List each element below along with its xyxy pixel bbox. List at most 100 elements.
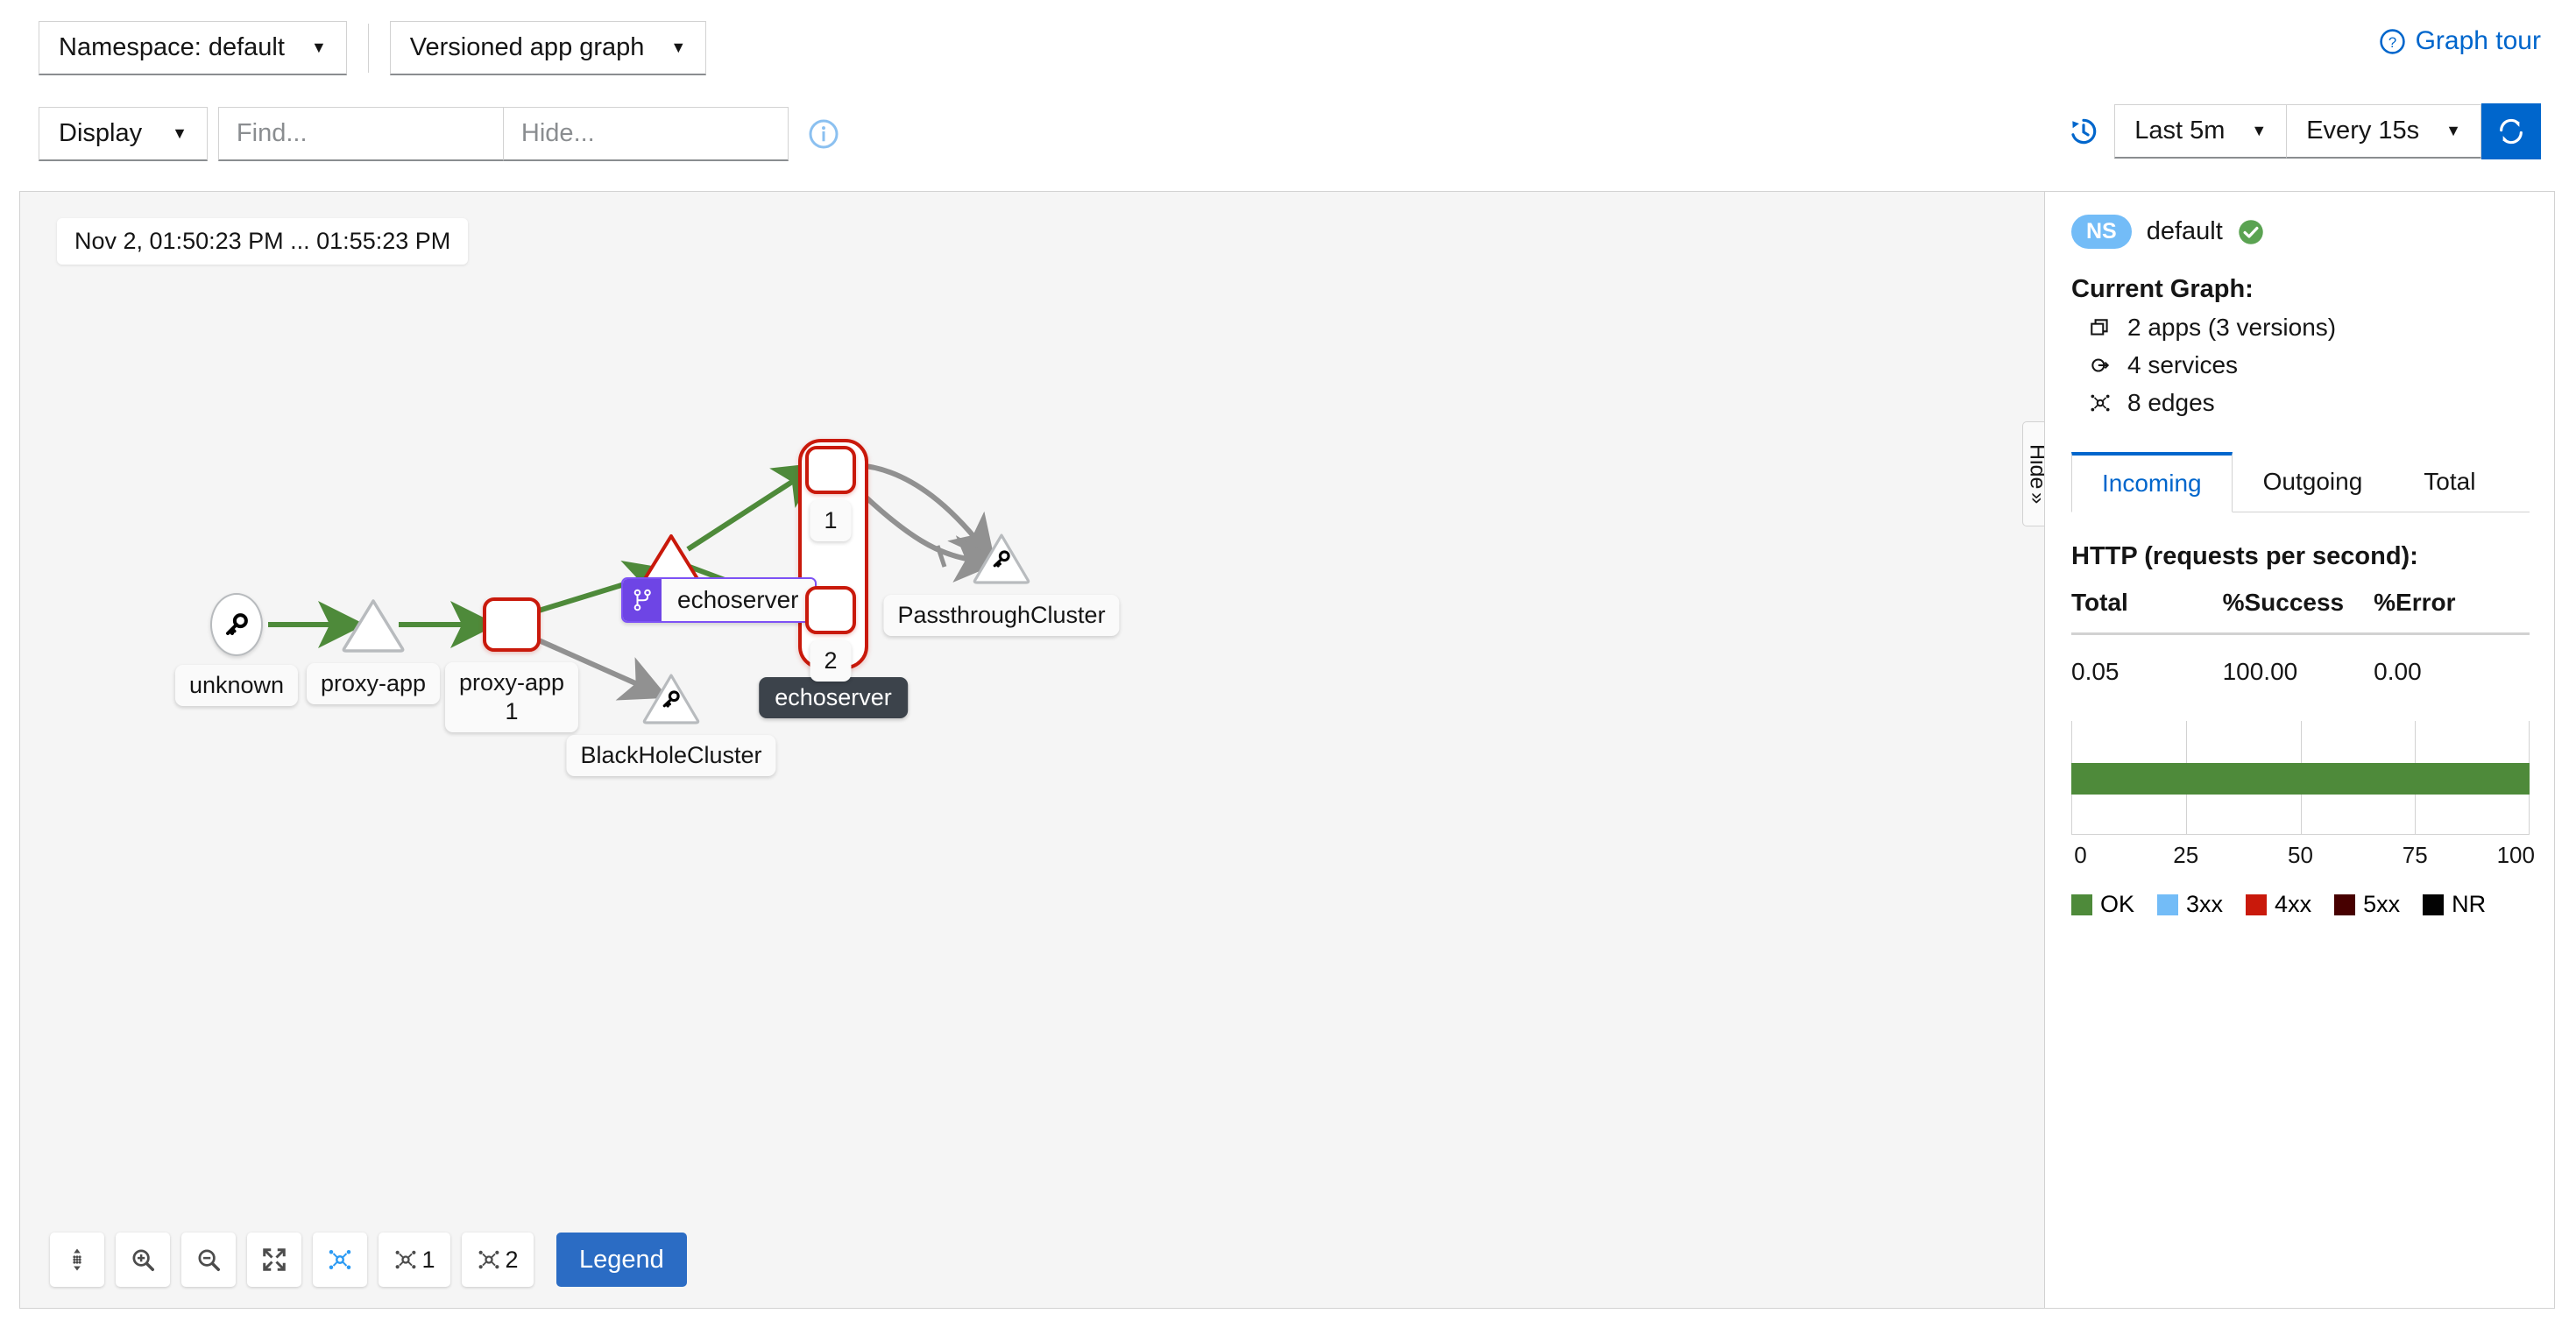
legend-button[interactable]: Legend	[556, 1233, 687, 1287]
chart-tick: 50	[2288, 842, 2313, 868]
drag-pan-icon	[73, 1248, 81, 1271]
node-echoserver-v2[interactable]: 2	[805, 586, 856, 682]
node-blackholecluster[interactable]: BlackHoleCluster	[566, 672, 776, 776]
table-header-row: Total %Success %Error	[2071, 589, 2530, 635]
refresh-button[interactable]	[2481, 103, 2541, 159]
pan-tool-button[interactable]	[50, 1233, 104, 1287]
node-blackholecluster-label: BlackHoleCluster	[566, 735, 776, 776]
chart-legend: OK 3xx 4xx 5xx	[2071, 891, 2530, 918]
summary-edges-text: 8 edges	[2127, 389, 2215, 416]
tab-outgoing[interactable]: Outgoing	[2233, 452, 2394, 512]
key-icon	[226, 613, 248, 635]
node-unknown[interactable]: unknown	[174, 593, 299, 706]
node-echoserver-service-label[interactable]: echoserver	[621, 577, 817, 623]
node-proxy-app-v1-shape	[483, 597, 541, 652]
graph-type-select[interactable]: Versioned app graph ▼	[389, 21, 707, 75]
legend-swatch	[2246, 894, 2268, 915]
graph-timestamp: Nov 2, 01:50:23 PM ... 01:55:23 PM	[57, 218, 469, 265]
layout-2-label: 2	[505, 1246, 519, 1273]
layout-default-button[interactable]	[313, 1233, 367, 1287]
legend-item-3xx: 3xx	[2157, 891, 2223, 918]
app-box-label: echoserver	[759, 677, 908, 718]
namespace-header: NS default	[2071, 215, 2530, 249]
node-passthroughcluster-label: PassthroughCluster	[883, 595, 1120, 636]
display-menu-label: Display	[59, 118, 143, 147]
node-echoserver-v2-label: 2	[810, 640, 852, 682]
layout-1-label: 1	[421, 1246, 435, 1273]
summary-services-row: 4 services	[2071, 351, 2530, 379]
chart-tick: 75	[2402, 842, 2428, 868]
history-icon[interactable]	[2067, 115, 2100, 148]
refresh-interval-select[interactable]: Every 15s ▼	[2286, 104, 2481, 159]
display-menu-button[interactable]: Display ▼	[39, 106, 208, 161]
node-passthroughcluster[interactable]: PassthroughCluster	[883, 532, 1120, 636]
node-passthroughcluster-shape	[973, 533, 1030, 584]
http-metrics-table: Total %Success %Error 0.05 100.00 0.00	[2071, 589, 2530, 686]
legend-label: 3xx	[2186, 891, 2224, 917]
current-graph-title: Current Graph:	[2071, 275, 2254, 303]
chevron-down-icon: ▼	[670, 39, 687, 56]
cell-total: 0.05	[2071, 658, 2120, 685]
chevron-down-icon: ▼	[2445, 122, 2461, 139]
zoom-out-button[interactable]	[181, 1233, 236, 1287]
topology-icon	[329, 1250, 351, 1269]
namespace-select[interactable]: Namespace: default ▼	[39, 21, 347, 75]
chevron-down-icon: ▼	[172, 124, 188, 142]
summary-apps-text: 2 apps (3 versions)	[2127, 314, 2337, 341]
graph-canvas-container: Nov 2, 01:50:23 PM ... 01:55:23 PM	[19, 191, 2555, 1309]
summary-services-text: 4 services	[2127, 351, 2239, 378]
tab-incoming[interactable]: Incoming	[2071, 452, 2233, 512]
service-icon	[2087, 352, 2113, 378]
summary-apps-row: 2 apps (3 versions)	[2071, 314, 2530, 342]
tab-total[interactable]: Total	[2393, 452, 2506, 512]
angle-double-right-icon: »	[2026, 492, 2049, 505]
node-unknown-label: unknown	[174, 665, 299, 706]
refresh-interval-label: Every 15s	[2306, 117, 2420, 145]
graph-type-select-label: Versioned app graph	[409, 33, 645, 61]
zoom-in-button[interactable]	[116, 1233, 170, 1287]
summary-side-panel: NS default Current Graph: 2 apps (3 vers…	[2044, 192, 2554, 1308]
time-range-select[interactable]: Last 5m ▼	[2114, 104, 2287, 159]
legend-swatch	[2157, 894, 2179, 915]
fit-to-screen-button[interactable]	[247, 1233, 301, 1287]
node-proxy-app-service-label: proxy-app	[306, 663, 441, 704]
code-branch-icon	[623, 579, 662, 621]
node-blackholecluster-shape	[642, 674, 700, 724]
traffic-tabs: Incoming Outgoing Total	[2071, 452, 2530, 512]
layout-1-button[interactable]: 1	[379, 1233, 450, 1287]
node-echoserver-v1[interactable]: 1	[805, 446, 856, 541]
legend-item-4xx: 4xx	[2246, 891, 2311, 918]
node-echoserver-v2-shape	[805, 586, 856, 634]
node-echoserver-v1-shape	[805, 446, 856, 494]
cell-error: 0.00	[2374, 658, 2422, 685]
info-circle-icon[interactable]	[808, 118, 839, 150]
chart-bar-ok	[2071, 763, 2530, 795]
graph-tour-button[interactable]: ? Graph tour	[2379, 26, 2541, 56]
expand-icon	[263, 1248, 286, 1271]
ns-name: default	[2146, 217, 2223, 245]
layout-2-button[interactable]: 2	[462, 1233, 534, 1287]
node-echoserver-v1-label: 1	[810, 500, 852, 541]
col-error: %Error	[2374, 589, 2530, 635]
svg-text:?: ?	[2388, 33, 2396, 50]
cell-success: 100.00	[2222, 658, 2298, 685]
find-input[interactable]	[217, 106, 504, 161]
legend-label: OK	[2100, 891, 2135, 917]
legend-item-nr: NR	[2423, 891, 2486, 918]
table-row: 0.05 100.00 0.00	[2071, 634, 2530, 687]
col-success: %Success	[2222, 589, 2374, 635]
node-proxy-app-service[interactable]: proxy-app	[306, 597, 441, 704]
ns-badge: NS	[2071, 215, 2132, 249]
time-controls: Last 5m ▼ Every 15s ▼	[2067, 103, 2541, 159]
node-echoserver-service-text: echoserver	[662, 579, 815, 621]
check-circle-icon	[2239, 219, 2263, 244]
http-metrics-title: HTTP (requests per second):	[2071, 542, 2418, 570]
graph-canvas[interactable]: Nov 2, 01:50:23 PM ... 01:55:23 PM	[20, 192, 2044, 1308]
graph-tools: 1 2 Legend	[50, 1233, 687, 1287]
hide-input[interactable]	[502, 106, 789, 161]
key-icon	[662, 690, 680, 708]
legend-swatch	[2334, 894, 2356, 915]
topology-icon	[2087, 390, 2113, 416]
